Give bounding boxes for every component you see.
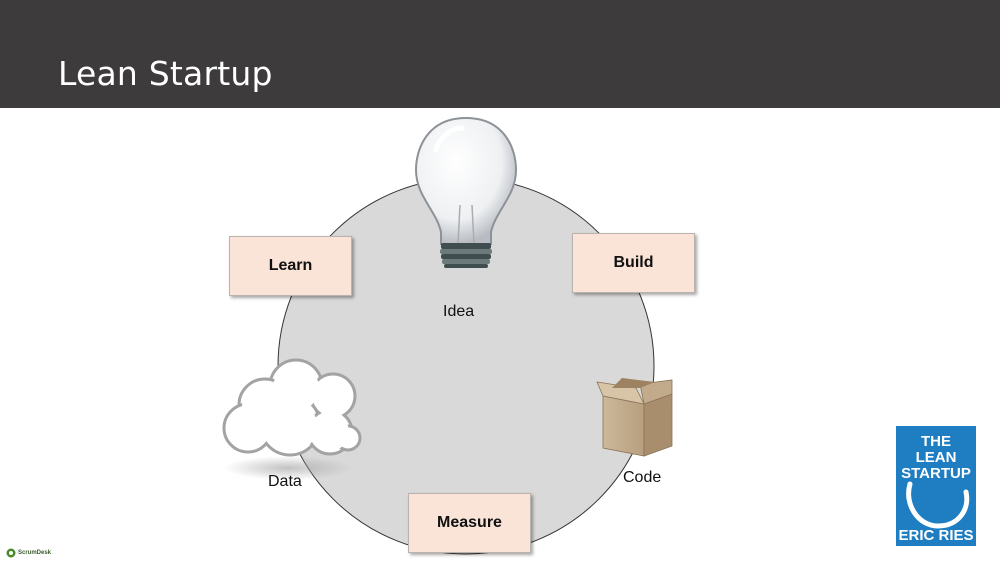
scrumdesk-logo-icon [6,548,16,558]
idea-caption: Idea [443,303,475,320]
slide-header: Lean Startup [0,0,1000,108]
learn-box: Learn [229,236,352,296]
scrumdesk-logo: ScrumDesk [6,548,51,558]
slide-title: Lean Startup [58,54,273,93]
logo-text: ScrumDesk [18,550,52,556]
lean-startup-book-cover: THE LEAN STARTUP ERIC RIES [896,426,976,546]
box-icon [596,378,673,457]
build-box: Build [572,233,695,293]
code-caption: Code [623,469,662,486]
build-label: Build [613,254,654,271]
book-swirl-icon [906,481,970,529]
data-caption: Data [268,473,302,490]
lightbulb-icon [414,116,518,268]
learn-label: Learn [268,257,313,274]
book-author: ERIC RIES [898,527,974,544]
book-title: THE LEAN STARTUP [901,433,971,482]
cloud-icon [222,358,362,480]
measure-box: Measure [408,493,531,553]
measure-label: Measure [437,514,502,531]
